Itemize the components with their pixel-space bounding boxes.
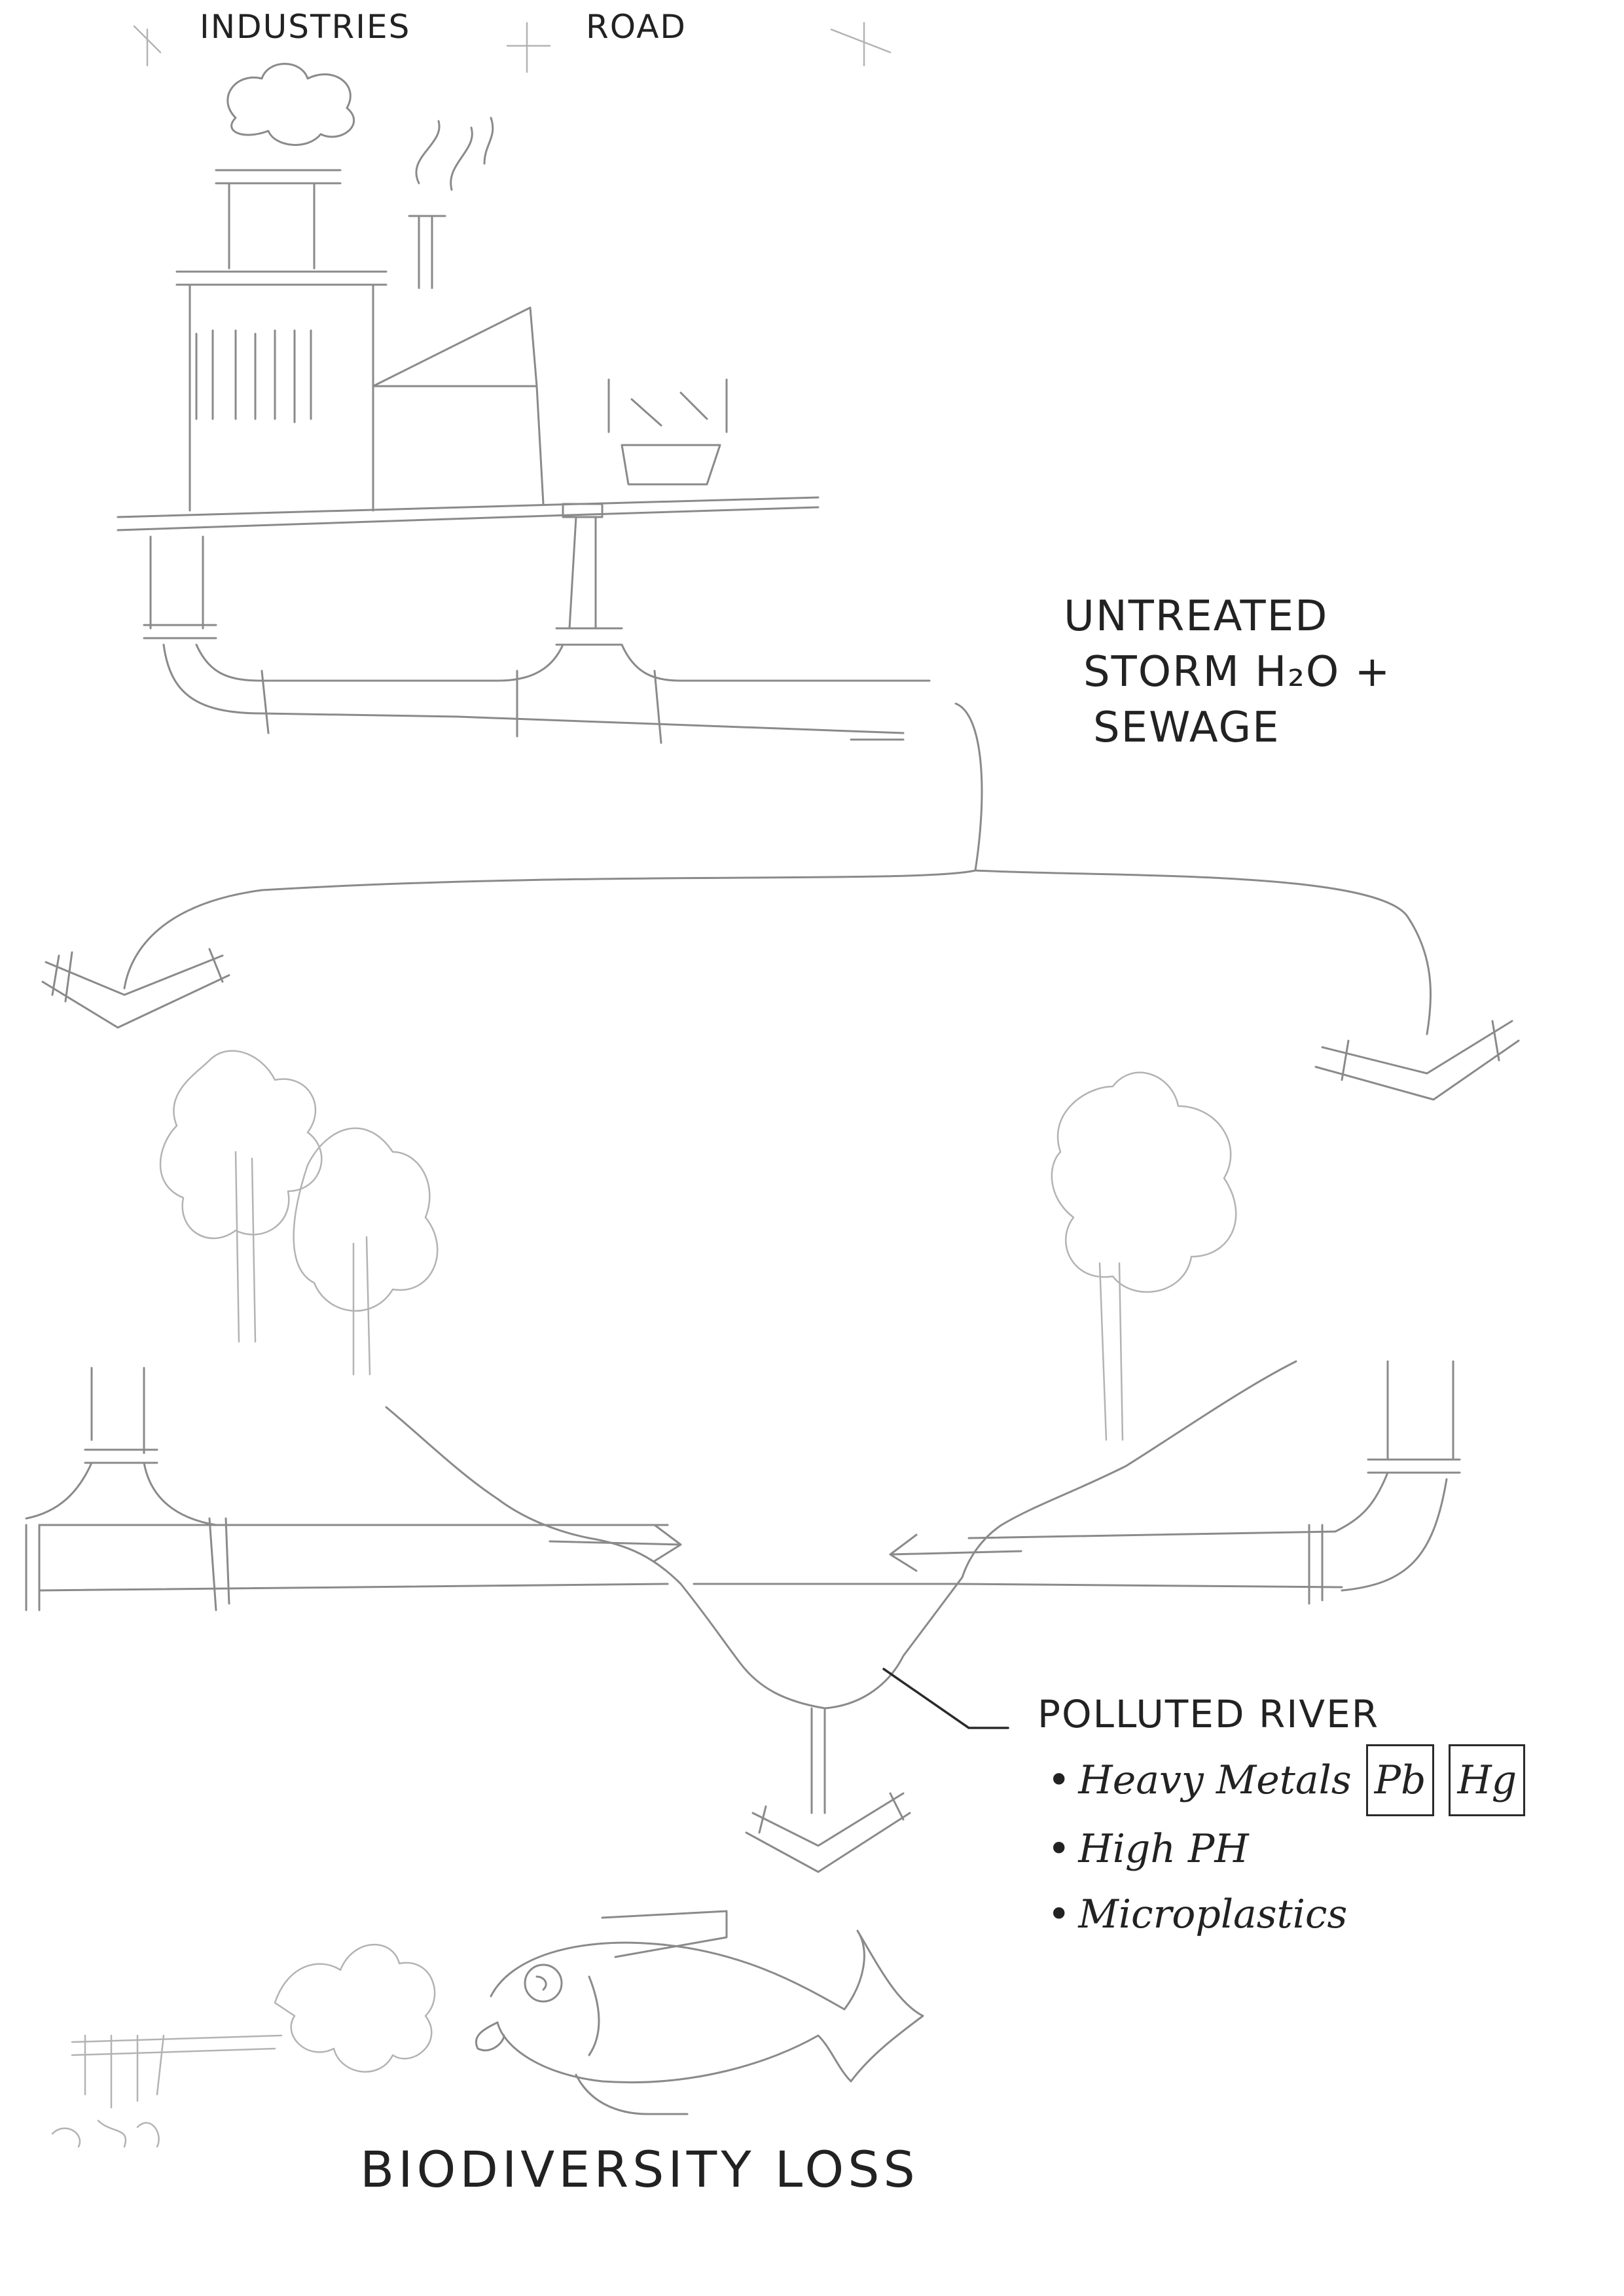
mercury-symbol-box: Hg <box>1449 1744 1526 1816</box>
left-trees-drawing <box>159 1050 439 1376</box>
dying-plant-drawing <box>51 1943 436 2148</box>
river-label-leader <box>882 1668 1009 1729</box>
heavy-metals-text: Heavy Metals <box>1078 1757 1352 1803</box>
microplastics-item: •Microplastics <box>1047 1892 1348 1937</box>
downward-flow-arrow <box>745 1707 911 1873</box>
source-label-line1: UNTREATED <box>1064 592 1329 641</box>
source-label-line2: STORM H₂O + <box>1083 648 1392 696</box>
flow-split-brace <box>123 702 1432 1035</box>
high-ph-item: •High PH <box>1047 1826 1249 1872</box>
polluted-river-label: POLLUTED RIVER <box>1038 1692 1380 1736</box>
fish-drawing <box>475 1910 924 2115</box>
left-flow-arrow <box>41 948 230 1029</box>
biodiversity-loss-label: BIODIVERSITY LOSS <box>360 2140 919 2198</box>
high-ph-text: High PH <box>1078 1826 1249 1872</box>
factory-drawing <box>175 63 728 512</box>
lead-symbol-box: Pb <box>1365 1744 1435 1816</box>
left-outfall-pipe <box>25 1367 682 1611</box>
right-flow-arrow <box>1314 1020 1520 1101</box>
source-label-line3: SEWAGE <box>1093 704 1280 752</box>
road-label: ROAD <box>586 8 687 46</box>
industries-label: INDUSTRIES <box>200 8 411 46</box>
top-edge-markers <box>133 22 892 73</box>
industrial-drain-pipes <box>143 503 931 744</box>
right-outfall-pipe <box>889 1360 1461 1605</box>
microplastics-text: Microplastics <box>1078 1892 1348 1937</box>
right-trees-drawing <box>1051 1071 1237 1441</box>
road-ground-line <box>117 496 820 531</box>
